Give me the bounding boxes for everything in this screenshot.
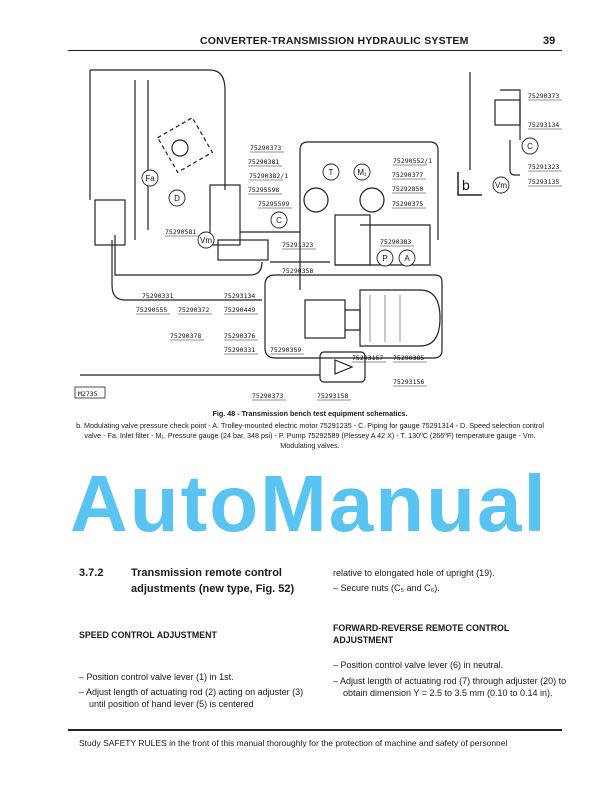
part-number-label: 75290555 bbox=[136, 306, 167, 314]
control-valve bbox=[209, 184, 241, 246]
part-number-label: 75290378 bbox=[170, 332, 201, 340]
callout-c-circle bbox=[270, 211, 288, 229]
part-number-label: 75295599 bbox=[258, 200, 289, 208]
motor-fins bbox=[369, 295, 401, 342]
page-number: 39 bbox=[543, 35, 556, 47]
callout-fa: Fa bbox=[145, 174, 155, 183]
callout-p: P bbox=[382, 254, 387, 263]
part-number-label: 75290376 bbox=[224, 332, 255, 340]
part-number-label: 75293134 bbox=[224, 292, 255, 300]
part-number-label: 75290383 bbox=[380, 238, 411, 246]
header-rule bbox=[68, 50, 562, 51]
part-number-label: 75290385 bbox=[393, 354, 424, 362]
callout-vm-circle bbox=[197, 231, 215, 249]
filter-housing bbox=[156, 116, 214, 174]
callout-p-circle bbox=[376, 249, 394, 267]
part-number-label: 75293157 bbox=[352, 354, 383, 362]
section-title-line1: Transmission remote control bbox=[131, 567, 282, 579]
part-number-label: 75290552/1 bbox=[393, 157, 432, 165]
running-header: CONVERTER-TRANSMISSION HYDRAULIC SYSTEM bbox=[200, 35, 469, 47]
callout-t-circle bbox=[322, 163, 340, 181]
gauge-symbol bbox=[334, 359, 354, 375]
part-number-label: 75290373 bbox=[252, 392, 283, 400]
part-number-label: 75293156 bbox=[393, 378, 424, 386]
part-number-label: 75290358 bbox=[282, 267, 313, 275]
forward-reverse-heading: FORWARD-REVERSE REMOTE CONTROL ADJUSTMEN… bbox=[333, 623, 510, 645]
part-number-label: 75293158 bbox=[317, 392, 348, 400]
pipe bbox=[111, 235, 263, 301]
test-frame bbox=[264, 274, 443, 359]
part-number-label: 75291323 bbox=[282, 241, 313, 249]
part-number-label: 75290381 bbox=[248, 158, 279, 166]
selector-block bbox=[334, 214, 371, 266]
section-title-line2: adjustments (new type, Fig. 52) bbox=[131, 583, 295, 595]
electric-motor bbox=[359, 289, 441, 347]
figure-caption-body: b. Modulating valve pressure check point… bbox=[76, 421, 544, 450]
pipe bbox=[240, 150, 330, 290]
footer-safety-note: Study SAFETY RULES in the front of this … bbox=[79, 738, 508, 748]
left-item-1: – Position control valve lever (1) in 1s… bbox=[79, 672, 234, 682]
speed-control-heading: SPEED CONTROL ADJUSTMENT bbox=[79, 630, 217, 640]
filter-element bbox=[171, 139, 189, 157]
part-number-label: 75290382/1 bbox=[249, 172, 288, 180]
part-number-label: 75293135 bbox=[528, 178, 559, 186]
part-number-label: 75290331 bbox=[142, 292, 173, 300]
figure-id-label: M2735 bbox=[78, 390, 98, 398]
part-number-label: 75290581 bbox=[165, 228, 196, 236]
inset-letter: b bbox=[462, 177, 470, 193]
section-number: 3.7.2 bbox=[79, 567, 104, 579]
part-number-label: 75290375 bbox=[392, 200, 423, 208]
inset-callout-c: C bbox=[527, 142, 533, 151]
hydraulic-schematic: M2735 b FaD T M₁ C VmP A C Vm 75290373 75290381 7… bbox=[74, 69, 562, 401]
reservoir bbox=[94, 199, 126, 246]
callout-a: A bbox=[404, 254, 410, 263]
pressure-gauge bbox=[359, 187, 385, 213]
callout-m1-circle bbox=[353, 163, 371, 181]
part-number-label: 75292850 bbox=[392, 185, 423, 193]
temperature-gauge bbox=[303, 187, 329, 213]
modulating-valve bbox=[217, 239, 269, 261]
right-secure-nuts: – Secure nuts (C₅ and C₆). bbox=[333, 583, 440, 593]
footer-rule bbox=[68, 729, 562, 731]
callout-fa-circle bbox=[141, 169, 159, 187]
right-item-2: – Adjust length of actuating rod (7) thr… bbox=[333, 676, 567, 698]
part-number-label: 75290359 bbox=[270, 346, 301, 354]
riser-pipe bbox=[134, 80, 149, 240]
part-number-label: 75290372 bbox=[178, 306, 209, 314]
part-number-label: 75290449 bbox=[224, 306, 255, 314]
section-heading: 3.7.2 Transmission remote control adjustm… bbox=[79, 565, 324, 597]
inset-bracket bbox=[457, 172, 482, 196]
pump bbox=[304, 299, 346, 339]
pipe bbox=[299, 141, 439, 240]
callout-c: C bbox=[276, 216, 282, 225]
part-number-label: 75291323 bbox=[528, 163, 559, 171]
part-number-label: 75290331 bbox=[224, 346, 255, 354]
callout-d: D bbox=[174, 194, 180, 203]
figure-caption-title: Fig. 48 - Transmission bench test equipm… bbox=[212, 409, 408, 418]
part-number-label: 75290373 bbox=[250, 144, 281, 152]
figure-id-box bbox=[74, 386, 106, 399]
part-number-label: 75290377 bbox=[392, 171, 423, 179]
callout-vm: Vm bbox=[200, 236, 212, 245]
right-item-1: – Position control valve lever (6) in ne… bbox=[333, 660, 504, 670]
callout-a-circle bbox=[398, 249, 416, 267]
inset-callout-vm-circle bbox=[492, 176, 510, 194]
callout-t: T bbox=[329, 168, 334, 177]
left-item-2: – Adjust length of actuating rod (2) act… bbox=[79, 687, 304, 709]
watermark: AutoManual bbox=[70, 459, 548, 548]
inset-valve bbox=[494, 99, 521, 126]
part-number-label: 75293134 bbox=[528, 121, 559, 129]
frame-line bbox=[89, 69, 226, 200]
part-number-label: 75290373 bbox=[528, 92, 559, 100]
inset-callout-c-circle bbox=[521, 137, 539, 155]
gauge-box bbox=[319, 351, 366, 383]
right-continuation: relative to elongated hole of upright (1… bbox=[333, 568, 495, 578]
inset-callout-vm: Vm bbox=[495, 181, 507, 190]
coupling bbox=[345, 309, 361, 331]
callout-d-circle bbox=[168, 189, 186, 207]
callout-m1: M₁ bbox=[357, 168, 367, 177]
part-number-label: 75295598 bbox=[248, 186, 279, 194]
